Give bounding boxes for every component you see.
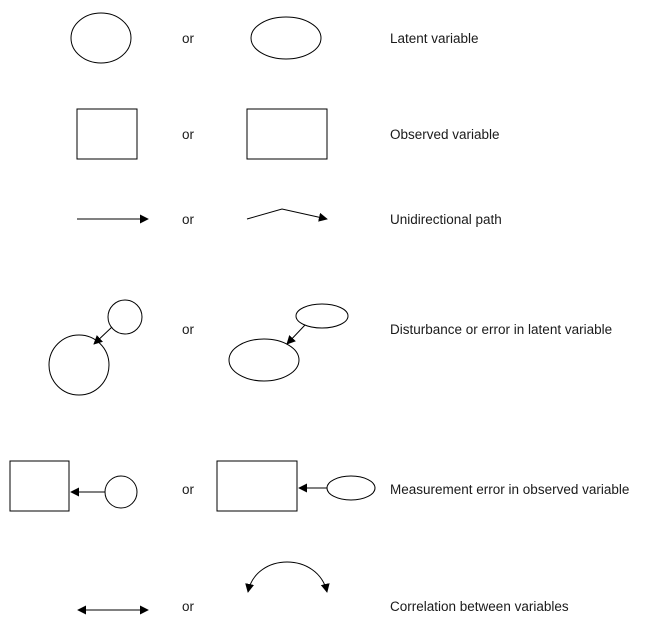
or-connector-correlation: or [182,599,195,614]
measurement-error-ellipse [326,475,376,501]
disturbance-arrow-right [286,324,306,345]
label-unidirectional-path: Unidirectional path [390,212,502,227]
disturbance-small-ellipse [295,303,349,329]
correlation-curved-double-arrow [245,561,330,593]
disturbance-latent-circle [48,334,110,396]
or-connector-path: or [182,212,195,227]
label-correlation: Correlation between variables [390,599,569,614]
measurement-observed-rectangle [216,460,298,512]
or-connector-observed: or [182,127,195,142]
measurement-observed-square [9,460,70,512]
label-observed-variable: Observed variable [390,127,500,142]
observed-variable-square-symbol [76,108,138,160]
disturbance-latent-ellipse [228,338,300,382]
or-connector-measurement: or [182,482,195,497]
observed-variable-rectangle-symbol [246,108,328,160]
disturbance-arrow-left [93,326,113,345]
label-latent-variable: Latent variable [390,31,479,46]
label-measurement-error: Measurement error in observed variable [390,482,630,497]
label-disturbance-error: Disturbance or error in latent variable [390,322,613,337]
unidirectional-bent-arrow [246,208,328,222]
or-connector-disturbance: or [182,322,195,337]
latent-variable-ellipse-symbol [250,16,322,60]
or-connector-latent: or [182,31,195,46]
disturbance-small-circle [107,299,143,335]
latent-variable-circle-symbol [70,12,132,64]
measurement-error-circle [104,475,138,509]
